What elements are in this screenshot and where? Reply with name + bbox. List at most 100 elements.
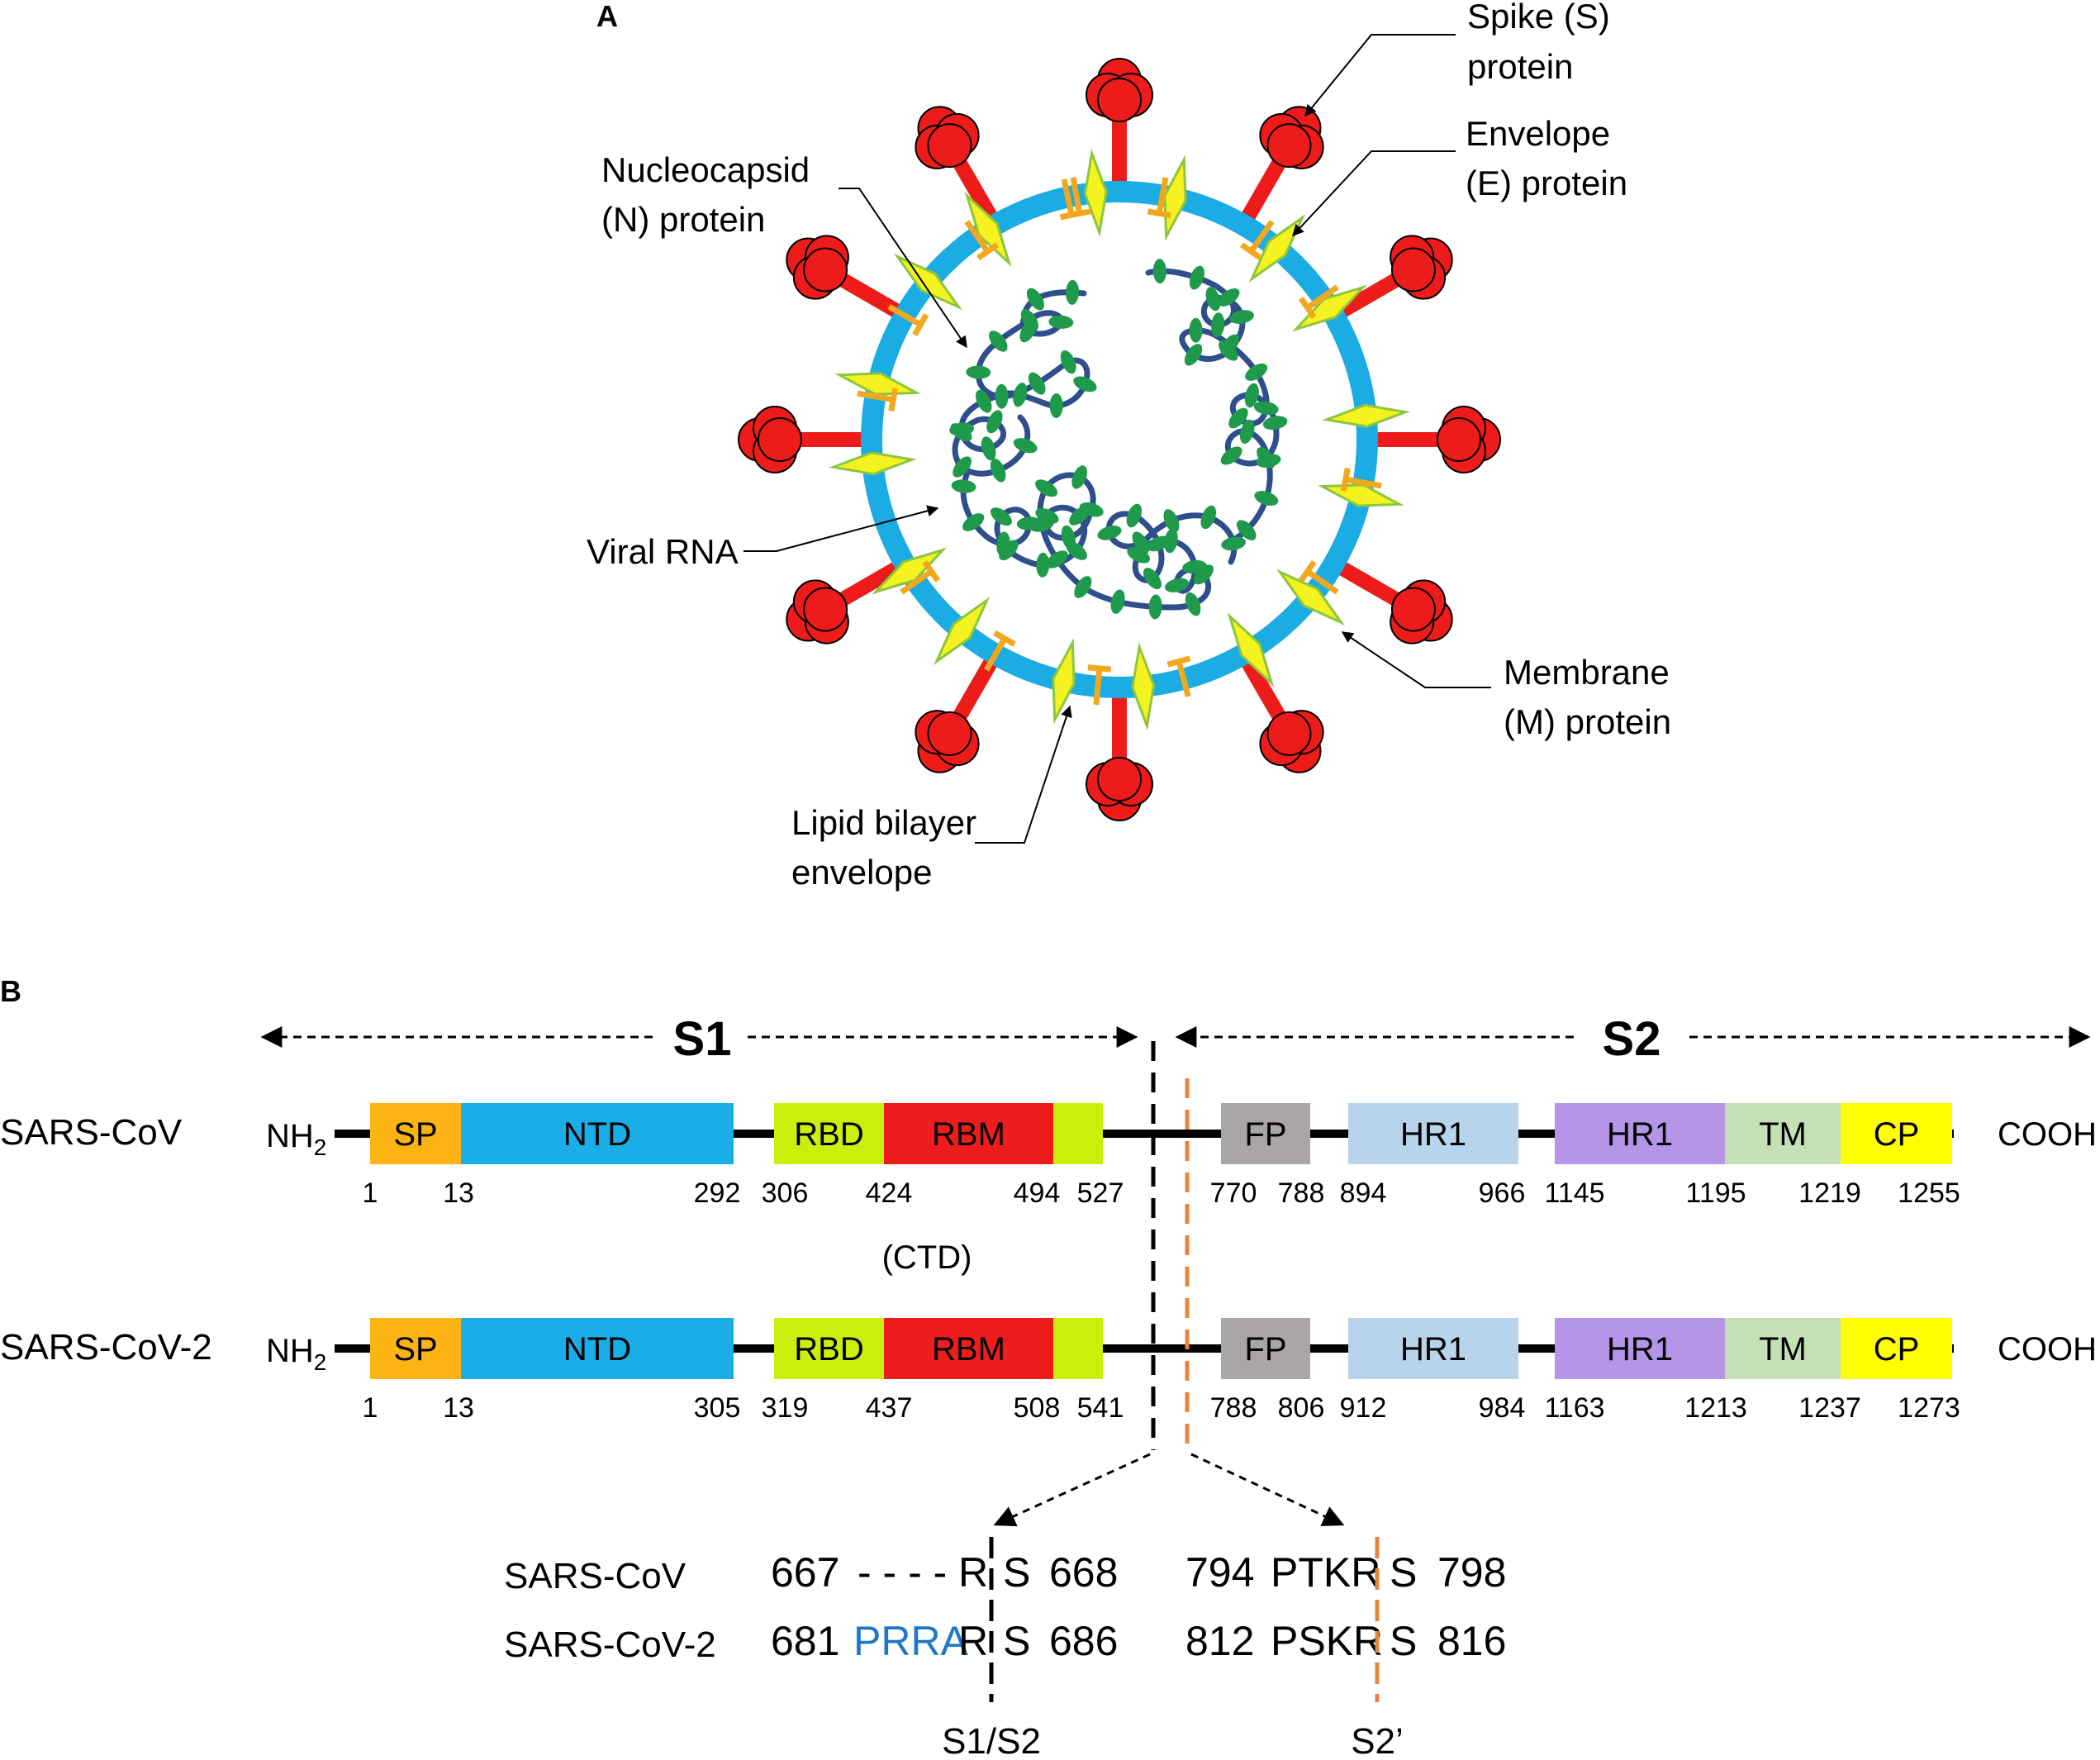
cleavage-sars-cov-r: R	[958, 1549, 988, 1596]
envelope-e-stem	[1093, 668, 1103, 706]
spike-head-lobe	[1097, 757, 1142, 802]
nucleocapsid-n-protein	[1221, 536, 1246, 551]
domain-label-ntd: NTD	[563, 1331, 631, 1368]
spike-head-lobe	[1266, 123, 1312, 169]
nucleocapsid-n-protein	[1193, 564, 1214, 585]
nucleocapsid-n-protein	[990, 459, 1006, 483]
domain-label-sp: SP	[393, 1116, 437, 1153]
domain-label-fp: FP	[1244, 1116, 1286, 1153]
nucleocapsid-n-protein	[1182, 559, 1208, 574]
row-name-sars-cov-2: SARS-CoV-2	[0, 1327, 212, 1368]
residue-number: 306	[762, 1177, 809, 1209]
domain-box-ctd-tail	[1053, 1103, 1103, 1164]
envelope-e-bar	[993, 630, 1016, 647]
s2-label: S2	[1603, 1012, 1661, 1066]
envelope-e-bar	[1298, 559, 1317, 583]
domain-box-tm	[1725, 1103, 1841, 1164]
envelope-e-stem	[1061, 178, 1075, 216]
s1-label: S1	[673, 1012, 732, 1066]
cleavage-row-name-sars-cov: SARS-CoV	[504, 1556, 687, 1596]
spike-head-lobe	[1390, 587, 1436, 632]
cleavage-sars-cov-2-s1s2-post: 686	[1049, 1618, 1118, 1664]
cleavage-sars-cov-s1s2-pre: 667	[771, 1549, 839, 1596]
spike-head-lobe	[1266, 711, 1312, 756]
cleavage-sars-cov-2-s2p-pre: 812	[1185, 1618, 1254, 1664]
callout-lipid-bilayer: Lipid bilayer envelope	[791, 705, 1072, 892]
domain-box-rbm	[884, 1318, 1053, 1379]
cleavage-sars-cov-2-s2p-post: 816	[1437, 1618, 1506, 1664]
membrane-m-protein	[1291, 284, 1367, 332]
callout-lipid-leader	[975, 705, 1072, 844]
envelope-e-stem	[887, 303, 922, 328]
envelope-e-stem	[1156, 177, 1169, 214]
domain-label-hr1-a: HR1	[1400, 1331, 1466, 1368]
domain-box-hr1-a	[1348, 1103, 1518, 1164]
spike-head-lobe	[1390, 247, 1436, 293]
spike-protein	[786, 557, 909, 645]
spike-protein	[915, 650, 1002, 773]
nucleocapsid-n-protein	[1254, 491, 1279, 507]
s1s2-zoom-arrow	[993, 1453, 1151, 1527]
domain-box-ntd	[461, 1318, 734, 1379]
residue-number: 1219	[1798, 1177, 1861, 1209]
nucleocapsid-n-protein	[951, 479, 976, 493]
envelope-e-protein	[857, 388, 899, 412]
cleavage-sars-cov-2-r: R	[958, 1618, 988, 1664]
membrane-m-protein	[1052, 637, 1076, 725]
domain-box-ntd	[461, 1103, 734, 1164]
domain-label-hr1-a: HR1	[1400, 1116, 1466, 1153]
domain-label-cp: CP	[1874, 1331, 1920, 1368]
membrane-m-protein	[872, 547, 948, 595]
nucleocapsid-n-protein	[962, 513, 985, 531]
envelope-e-bar	[1340, 467, 1351, 492]
envelope-e-protein	[1147, 177, 1171, 219]
nucleocapsid-n-protein	[1048, 315, 1074, 329]
spike-head-lobe	[927, 711, 972, 756]
envelope-e-bar	[976, 242, 1000, 261]
envelope-e-bar	[888, 388, 899, 412]
domain-box-sp	[370, 1318, 461, 1379]
residue-number: 1163	[1544, 1392, 1604, 1424]
s1-span: S1	[260, 1012, 1138, 1066]
domain-box-cp	[1841, 1103, 1952, 1164]
envelope-e-stem	[983, 637, 1008, 672]
nucleocapsid-n-protein	[1148, 594, 1162, 620]
s2-span: S2	[1175, 1012, 2091, 1066]
nucleocapsid-n-protein	[1147, 535, 1171, 552]
spike-head-lobe	[758, 417, 802, 462]
envelope-e-protein	[887, 303, 929, 336]
nucleocapsid-n-protein	[1126, 503, 1143, 528]
spike-protein	[738, 406, 872, 473]
callout-nucleocapsid: Nucleocapsid (N) protein	[601, 150, 967, 349]
envelope-e-stem	[1248, 220, 1275, 254]
envelope-e-stem	[1305, 568, 1339, 595]
residue-number: 527	[1077, 1177, 1124, 1209]
residue-number: 305	[694, 1392, 741, 1424]
nucleocapsid-n-protein	[1046, 550, 1068, 568]
nucleocapsid-n-protein	[1143, 568, 1162, 590]
nterm-label-row1: NH2	[266, 1118, 326, 1160]
cleavage-sars-cov-2-insert: PRRA	[853, 1618, 969, 1664]
nucleocapsid-n-protein	[1028, 372, 1046, 395]
nucleocapsid-n-protein	[1189, 317, 1203, 343]
envelope-e-protein	[900, 559, 941, 595]
nucleocapsid-n-protein	[953, 456, 972, 478]
envelope-e-stem	[857, 390, 894, 403]
nucleocapsid-n-protein	[1035, 479, 1058, 497]
cleavage-sars-cov-s2p-seq: PTKR	[1271, 1549, 1380, 1596]
nucleocapsid-n-protein	[1229, 310, 1254, 324]
domain-box-hr1-b	[1555, 1318, 1725, 1379]
callout-spike-line1: Spike (S)	[1467, 0, 1610, 36]
nucleocapsid-n-protein	[1110, 589, 1125, 614]
lipid-bilayer-membrane	[861, 181, 1378, 698]
nucleocapsid-n-protein	[1071, 465, 1087, 489]
nucleocapsid-n-protein	[986, 410, 1003, 434]
cleavage-sars-cov-2-s: S	[1003, 1618, 1030, 1664]
nucleocapsid-n-protein	[1020, 309, 1039, 331]
envelope-e-protein	[1166, 655, 1191, 697]
spike-stalk	[1330, 557, 1409, 611]
cleavage-sars-cov-2-s1s2-pre: 681	[771, 1618, 839, 1664]
nucleocapsid-n-protein	[981, 436, 996, 461]
